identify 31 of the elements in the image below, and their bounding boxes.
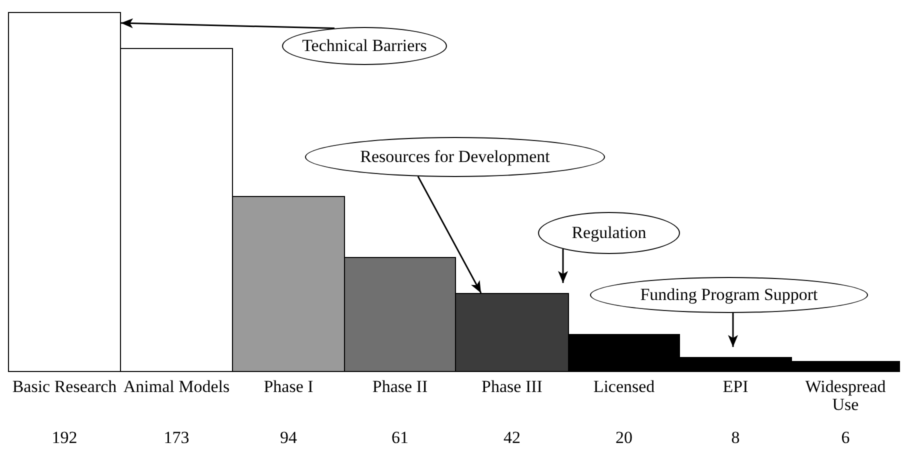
- callout-text: Resources for Development: [360, 147, 550, 167]
- category-label: Widespread Use: [804, 378, 887, 414]
- value-label: 61: [390, 428, 410, 448]
- value-label: 94: [279, 428, 298, 448]
- bar: [455, 293, 569, 372]
- category-label: Licensed: [592, 378, 656, 396]
- category-label: Basic Research: [11, 378, 118, 396]
- value-label: 42: [502, 428, 522, 448]
- bar: [791, 361, 900, 372]
- category-label: Animal Models: [122, 378, 231, 396]
- value-label: 6: [840, 428, 851, 448]
- category-label: Phase II: [371, 378, 429, 396]
- value-label: 8: [730, 428, 741, 448]
- arrow: [558, 249, 568, 283]
- value-label: 173: [162, 428, 190, 448]
- arrow: [728, 313, 738, 347]
- value-label: 20: [614, 428, 634, 448]
- category-label: Phase I: [262, 378, 314, 396]
- bar: [8, 12, 121, 372]
- callout-text: Technical Barriers: [302, 36, 427, 56]
- arrow: [120, 18, 335, 30]
- category-label: Phase III: [480, 378, 544, 396]
- value-label: 192: [50, 428, 78, 448]
- bar: [344, 257, 456, 372]
- bar: [120, 48, 233, 372]
- category-label: EPI: [722, 378, 750, 396]
- bar: [232, 196, 345, 372]
- arrow: [417, 176, 482, 294]
- bar: [568, 334, 680, 372]
- callout-text: Regulation: [572, 223, 646, 243]
- callout-text: Funding Program Support: [640, 285, 818, 305]
